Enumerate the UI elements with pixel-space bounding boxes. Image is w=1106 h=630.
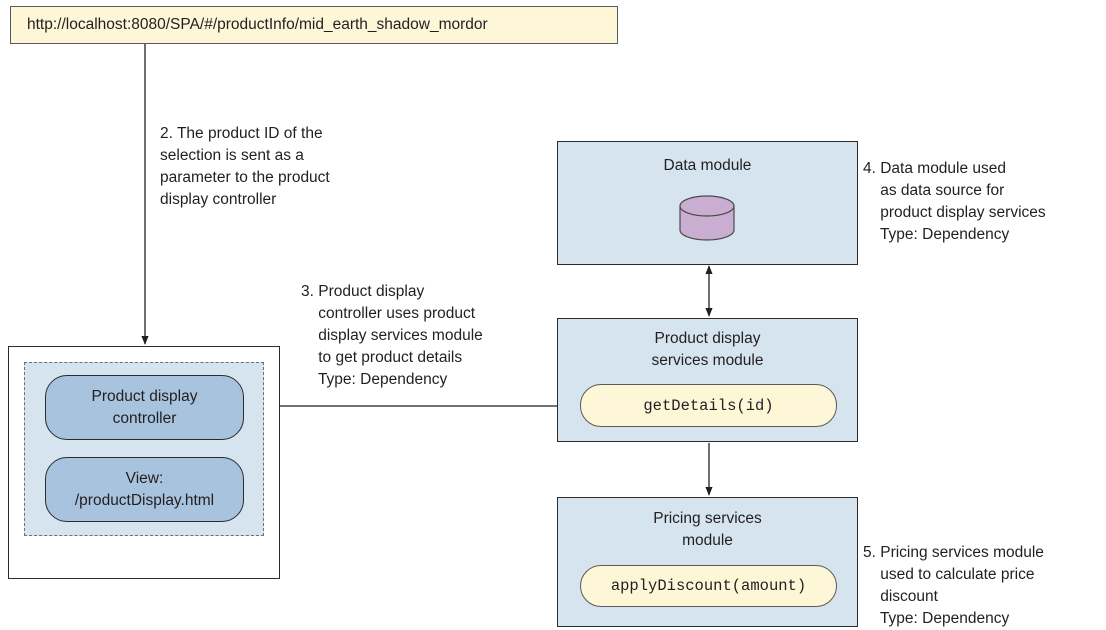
- controller-label: Product display controller: [91, 387, 198, 427]
- step5-annotation: 5. Pricing services module used to calcu…: [863, 544, 1044, 627]
- apply-discount-method: applyDiscount(amount): [580, 565, 837, 607]
- apply-discount-label: applyDiscount(amount): [610, 577, 807, 595]
- pricing-services-module: Pricing services module: [557, 497, 858, 627]
- product-services-title: Product display services module: [651, 330, 764, 369]
- step2-annotation: 2. The product ID of the selection is se…: [160, 125, 330, 208]
- pricing-services-title: Pricing services module: [653, 510, 762, 549]
- get-details-label: getDetails(id): [643, 396, 774, 415]
- step4-annotation: 4. Data module used as data source for p…: [863, 160, 1046, 243]
- get-details-method: getDetails(id): [580, 384, 837, 427]
- url-bar[interactable]: http://localhost:8080/SPA/#/productInfo/…: [10, 6, 618, 44]
- view-label: View: /productDisplay.html: [74, 469, 215, 509]
- product-display-view: View: /productDisplay.html: [45, 457, 244, 522]
- data-module: Data module: [557, 141, 858, 265]
- database-icon: [678, 195, 735, 241]
- step3-annotation: 3. Product display controller uses produ…: [301, 283, 483, 388]
- data-module-title: Data module: [663, 157, 752, 174]
- product-display-controller: Product display controller: [45, 375, 244, 440]
